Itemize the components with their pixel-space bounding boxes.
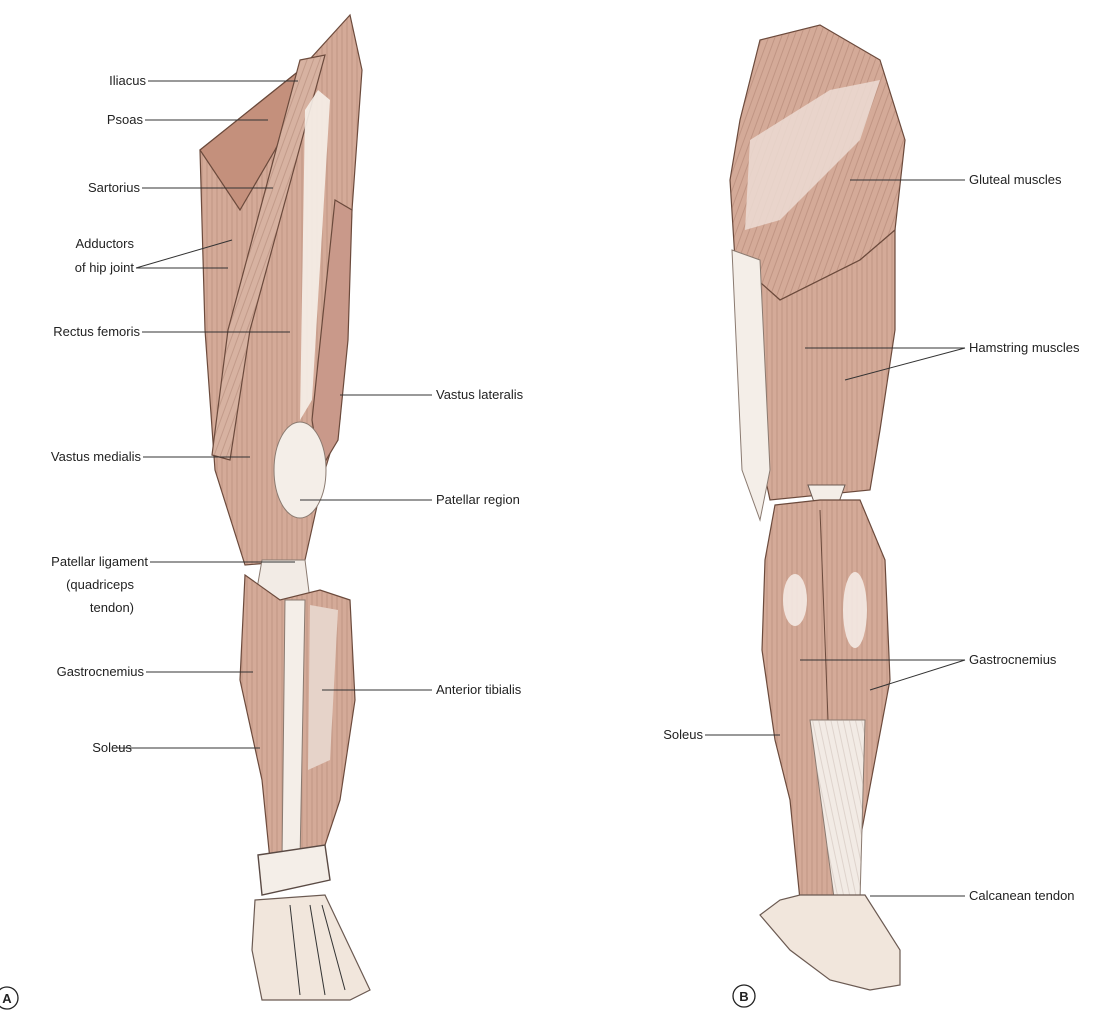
label-anterior-tibialis: Anterior tibialis: [436, 682, 522, 697]
label-patellar-ligament-line3: tendon): [90, 600, 134, 615]
label-hamstring-muscles: Hamstring muscles: [969, 340, 1080, 355]
label-patellar-ligament-line1: Patellar ligament: [51, 554, 148, 569]
patella: [274, 422, 326, 518]
label-patellar-region: Patellar region: [436, 492, 520, 507]
foot-posterior: [760, 895, 900, 990]
label-rectus-femoris: Rectus femoris: [53, 324, 140, 339]
label-vastus-medialis: Vastus medialis: [51, 449, 142, 464]
panel-b-posterior-leg: [730, 25, 905, 990]
panel-b-letter: B: [739, 989, 748, 1004]
label-patellar-ligament-line2: (quadriceps: [66, 577, 134, 592]
label-adductors-line2: of hip joint: [75, 260, 135, 275]
label-gastrocnemius-a: Gastrocnemius: [57, 664, 145, 679]
label-gastrocnemius-b: Gastrocnemius: [969, 652, 1057, 667]
panel-b-marker: B: [733, 985, 755, 1007]
gastrocnemius-lateral-highlight: [843, 572, 867, 648]
label-gluteal-muscles: Gluteal muscles: [969, 172, 1062, 187]
gastrocnemius-medial-highlight: [783, 574, 807, 626]
panel-a-anterior-leg: [200, 15, 370, 1000]
panel-a-letter: A: [2, 991, 12, 1006]
label-soleus-b: Soleus: [663, 727, 703, 742]
label-psoas: Psoas: [107, 112, 144, 127]
panel-a-marker: A: [0, 987, 18, 1009]
label-vastus-lateralis: Vastus lateralis: [436, 387, 524, 402]
label-adductors-line1: Adductors: [75, 236, 134, 251]
label-calcanean-tendon: Calcanean tendon: [969, 888, 1075, 903]
label-iliacus: Iliacus: [109, 73, 146, 88]
label-sartorius: Sartorius: [88, 180, 141, 195]
label-soleus-a: Soleus: [92, 740, 132, 755]
